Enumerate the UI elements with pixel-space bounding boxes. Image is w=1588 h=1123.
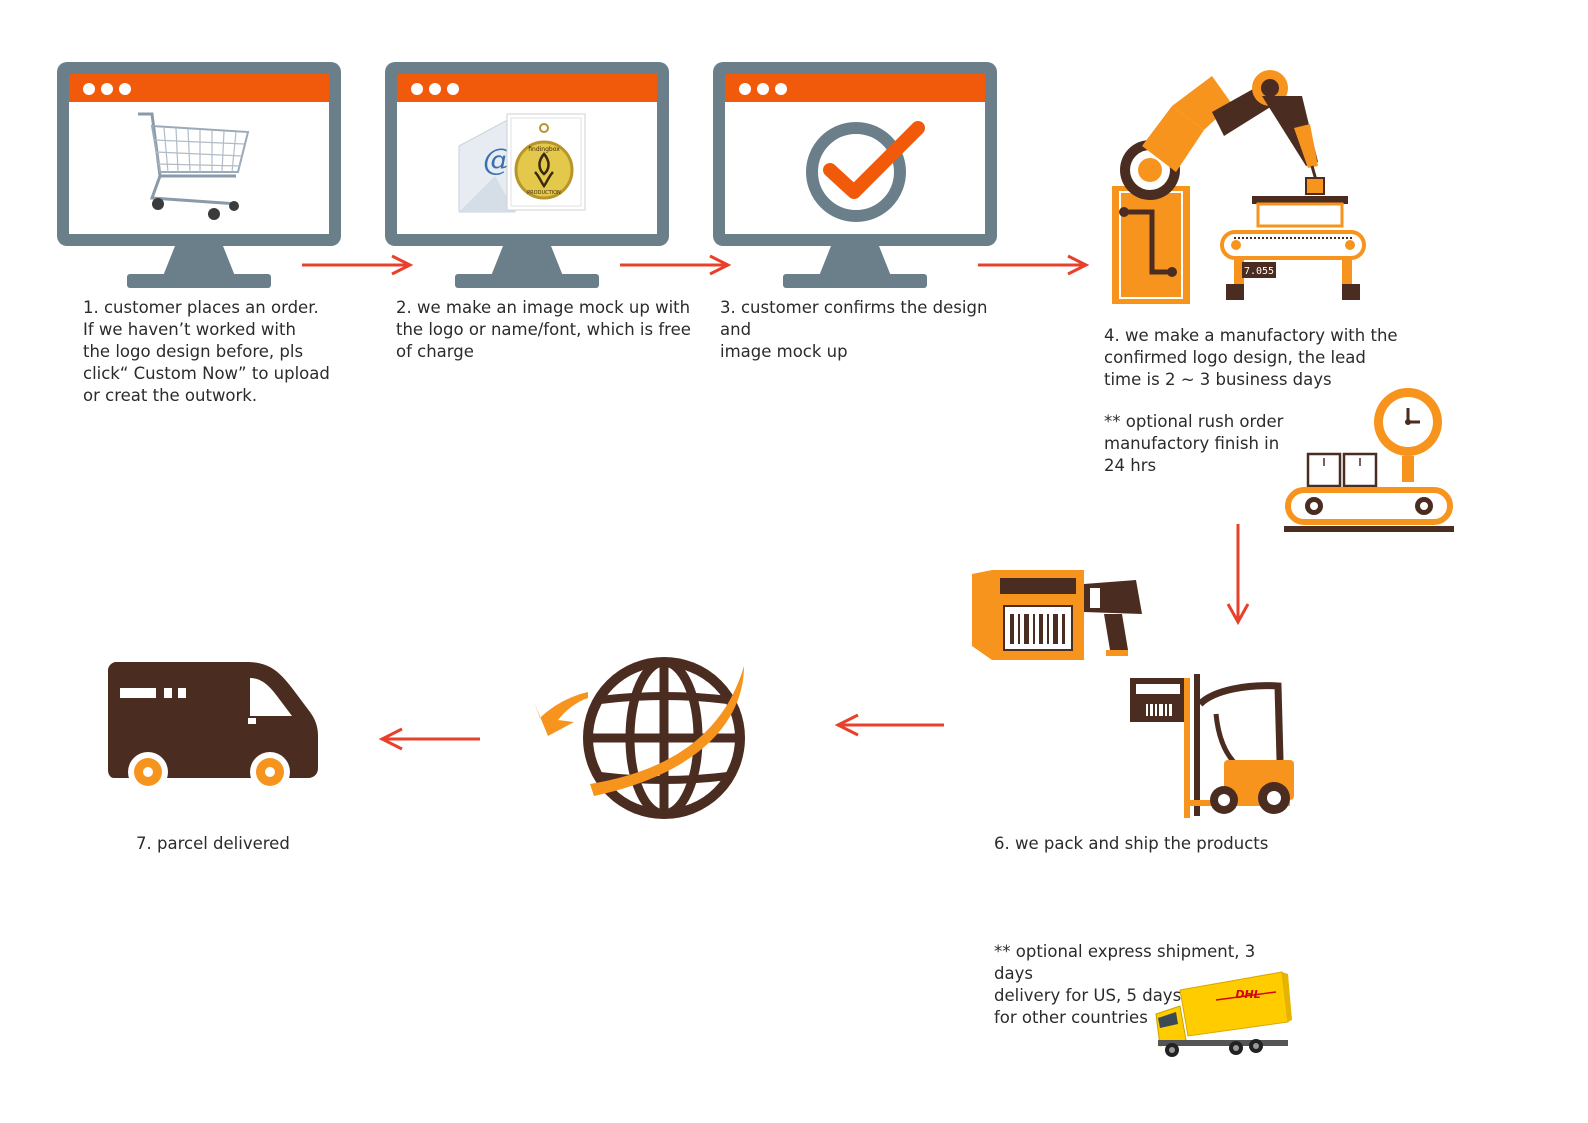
svg-text:DHL: DHL — [1235, 988, 1260, 1001]
globe-icon — [534, 657, 745, 819]
dhl-truck-icon: DHL — [1155, 971, 1292, 1057]
step-4-caption: 4. we make a manufactory with the confir… — [1104, 326, 1398, 389]
rush-order-caption: ** optional rush order manufactory finis… — [1104, 412, 1284, 475]
step-6-caption: 6. we pack and ship the products — [994, 834, 1269, 853]
checkmark-icon — [806, 121, 925, 222]
express-shipment-caption: ** optional express shipment, 3 days del… — [994, 942, 1256, 1027]
svg-text:7.055: 7.055 — [1244, 266, 1274, 277]
forklift-icon — [1130, 674, 1294, 818]
barcode-scanner-icon — [972, 570, 1142, 660]
flow-arrow-1-2 — [302, 254, 414, 276]
shopping-cart-icon — [138, 112, 250, 220]
monitor-step-3 — [713, 62, 997, 288]
svg-text:findingbox: findingbox — [528, 146, 560, 153]
logo-pendant-icon: findingbox PRODUCTION — [514, 123, 574, 200]
flow-arrow-globe-7 — [378, 727, 480, 751]
robot-arm-icon: 7.055 — [1112, 70, 1366, 304]
svg-text:PRODUCTION: PRODUCTION — [527, 190, 561, 196]
step-3-caption: 3. customer confirms the design and imag… — [720, 298, 988, 361]
step-7-caption: 7. parcel delivered — [136, 834, 290, 853]
flow-arrow-2-3 — [620, 254, 732, 276]
delivery-van-icon — [108, 662, 318, 792]
step-2-caption: 2. we make an image mock up with the log… — [396, 298, 691, 361]
conveyor-clock-icon — [1284, 388, 1454, 532]
flow-arrow-6-globe — [834, 713, 944, 737]
flow-arrow-3-4 — [978, 254, 1090, 276]
flow-arrow-4-6 — [1226, 524, 1250, 626]
step-1-caption: 1. customer places an order. If we haven… — [83, 298, 330, 405]
